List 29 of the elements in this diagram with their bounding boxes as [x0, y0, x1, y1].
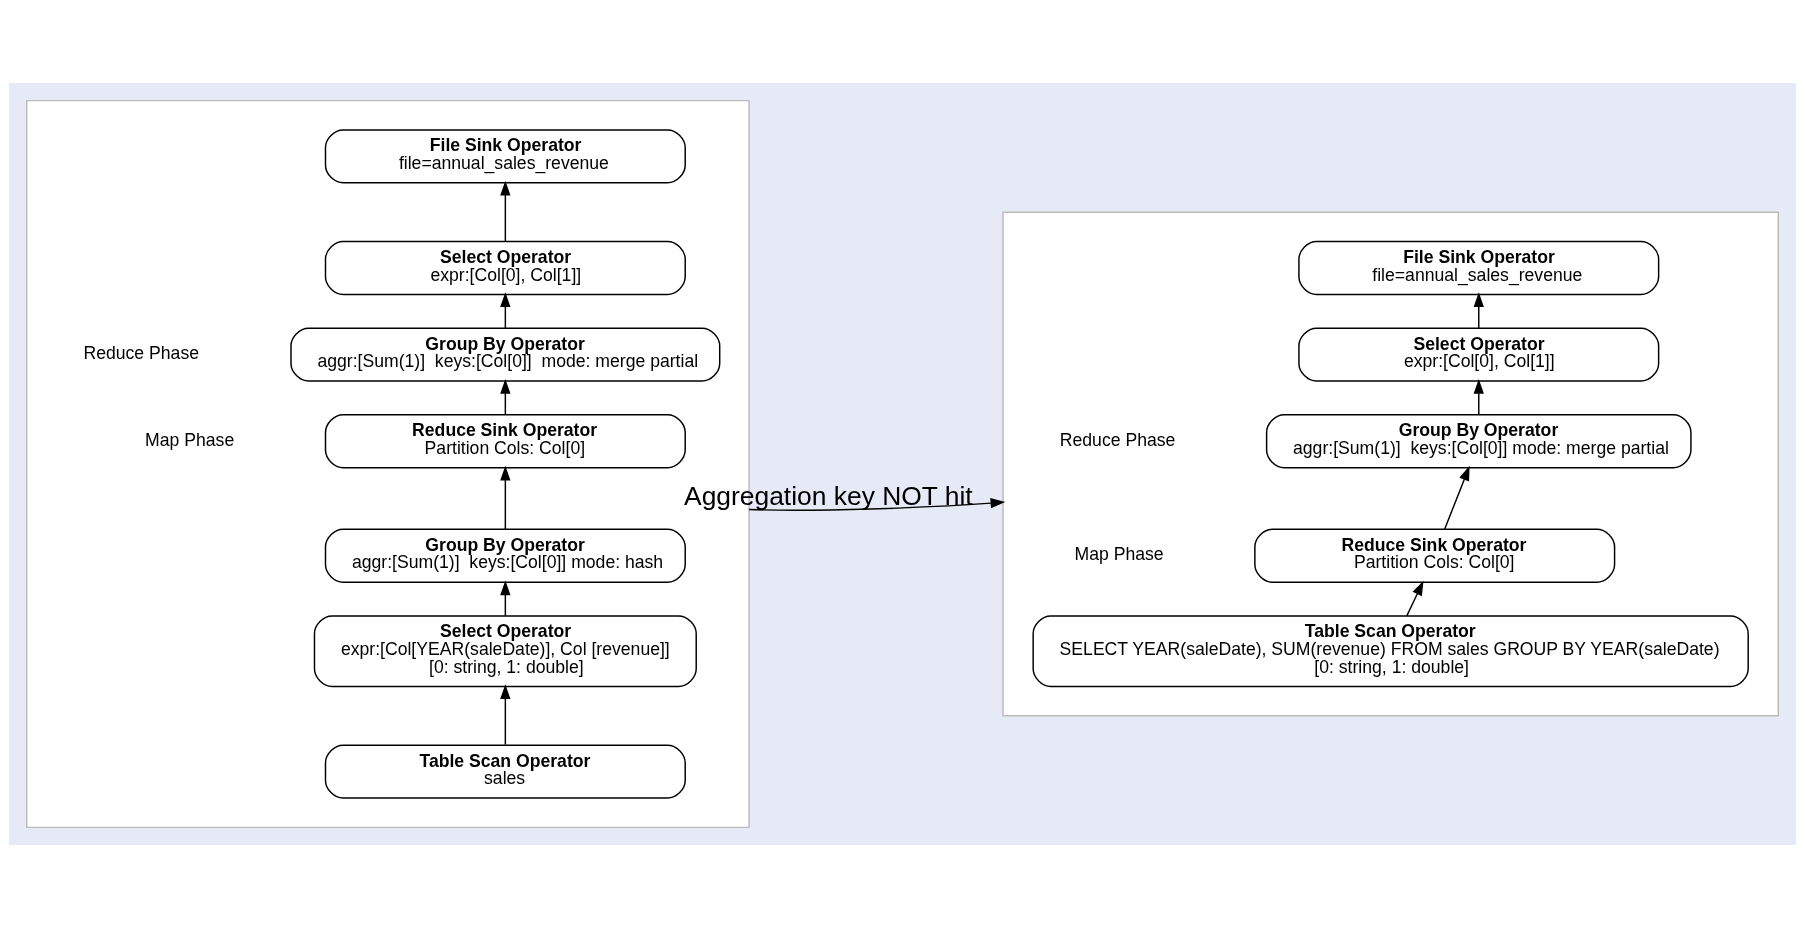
- arrow: [1473, 378, 1484, 416]
- node-box: Group By Operator aggr:[Sum(1)] keys:[Col[0]] mode: hash: [324, 528, 686, 583]
- node-box: Group By Operator aggr:[Sum(1)] keys:[Col[0]] mode: merge partial: [1265, 414, 1692, 469]
- arrow: [500, 292, 511, 329]
- node-box: Reduce Sink Operator Partition Cols: Col[0]: [1254, 528, 1616, 583]
- arrow: [1406, 580, 1424, 617]
- arrow: [1473, 292, 1484, 329]
- node-box: Group By Operator aggr:[Sum(1)] keys:[Col[0]] mode: merge partial: [290, 327, 721, 382]
- arrow: [500, 465, 511, 530]
- arrow: [500, 684, 511, 746]
- node-box: File Sink Operator file=annual_sales_revenue: [324, 129, 686, 184]
- node-box: Select Operator expr:[Col[0], Col[1]]: [1298, 327, 1660, 382]
- node-box: Table Scan Operator sales: [324, 744, 686, 799]
- node-box: Table Scan Operator SELECT YEAR(saleDate), SUM(revenue) FROM sales GROUP BY YEAR(saleDate) [0: string, 1: double]: [1032, 615, 1749, 688]
- label: Reduce Phase: [1059, 429, 1176, 450]
- label: Reduce Phase: [83, 343, 199, 364]
- arrow: [500, 180, 511, 243]
- label: Map Phase: [1074, 544, 1164, 565]
- arrow: [1444, 465, 1470, 530]
- node-box: Select Operator expr:[Col[0], Col[1]]: [324, 240, 686, 296]
- arrow: [500, 378, 511, 416]
- cluster: [1002, 211, 1780, 717]
- node-box: File Sink Operator file=annual_sales_revenue: [1298, 240, 1660, 296]
- arrow: [500, 580, 511, 617]
- node-box: Reduce Sink Operator Partition Cols: Col[0]: [324, 414, 686, 469]
- node-box: Select Operator expr:[Col[YEAR(saleDate)], Col [revenue]] [0: string, 1: double]: [313, 615, 697, 688]
- label: Map Phase: [145, 429, 235, 450]
- edge-label: Aggregation key NOT hit: [684, 480, 973, 511]
- arrow: [748, 498, 1006, 511]
